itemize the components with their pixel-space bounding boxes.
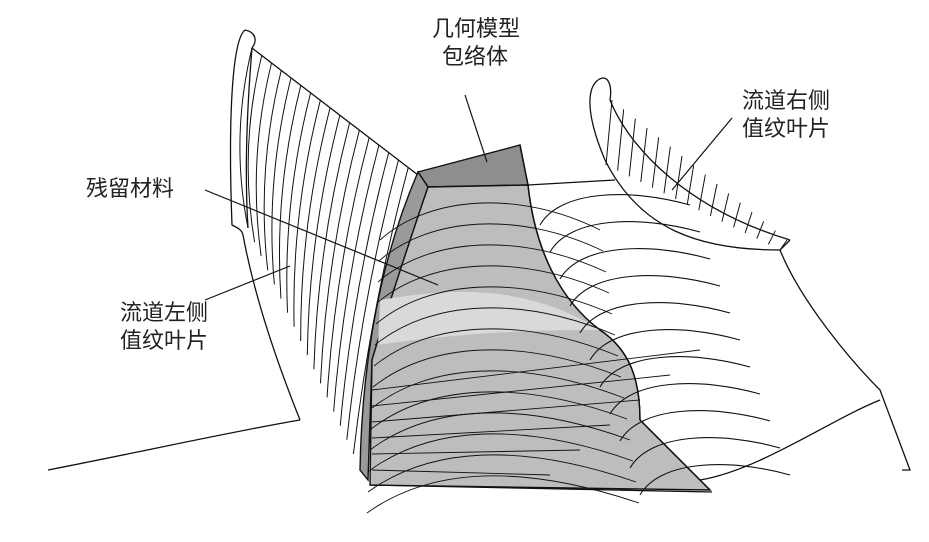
envelope-section-line [376, 265, 610, 304]
right-blade-line [709, 183, 718, 217]
left-blade-line [333, 144, 380, 412]
right-blade [527, 77, 911, 481]
right-channel-edge [527, 179, 616, 186]
right-blade-tip [597, 77, 791, 241]
right-blade-line [663, 146, 671, 194]
right-blade-outline [589, 79, 781, 251]
right-blade-line [721, 193, 730, 222]
right-blade-line [675, 155, 683, 200]
right-blade-lines [605, 99, 788, 251]
channel-arcs [539, 194, 791, 496]
channel-arc [589, 329, 741, 361]
label-left-blade-line1: 流道左侧 [120, 301, 209, 326]
right-blade-line [617, 109, 625, 171]
envelope-section-line [367, 454, 637, 493]
envelope-top-face [416, 144, 529, 188]
right-blade-line [698, 174, 706, 211]
left-blade-line [278, 85, 302, 299]
leader-lines [204, 94, 733, 301]
envelope-light-band [378, 291, 600, 345]
envelope-diagonal-line [371, 349, 701, 391]
left-blade-line [300, 107, 331, 341]
leader-envelope [464, 94, 488, 163]
label-envelope: 几何模型包络体 [432, 16, 520, 72]
channel-arc [539, 194, 691, 226]
right-blade-line [733, 202, 741, 228]
envelope-diagonal-line [371, 449, 581, 455]
channel-arc [559, 248, 711, 280]
left-blade-line [306, 115, 341, 356]
left-blade-line [326, 137, 370, 398]
label-right-blade-line2: 值纹叶片 [742, 117, 831, 142]
label-right-blade-line1: 流道右侧 [742, 89, 831, 114]
right-blade-line [767, 230, 776, 245]
leader-residual [204, 189, 439, 286]
envelope-section-line [366, 475, 640, 514]
envelope-section-line [374, 307, 616, 346]
envelope-diagonal-line [371, 424, 611, 439]
label-left-blade-line2: 值纹叶片 [120, 329, 209, 354]
envelope-section-line [377, 244, 607, 283]
envelope-diagonal-line [371, 374, 671, 407]
channel-arc [609, 383, 761, 415]
channel-arc [569, 275, 721, 307]
envelope-diagonal-line [371, 399, 641, 423]
label-left-blade: 流道左侧值纹叶片 [120, 300, 208, 356]
channel-arc [599, 356, 751, 388]
envelope-section-line [371, 370, 625, 409]
right-floor-edge [699, 399, 881, 481]
right-blade-line [628, 118, 636, 177]
envelope-section-line [373, 328, 619, 367]
envelope-section-line [375, 286, 613, 325]
envelope-section-line [368, 433, 634, 472]
label-envelope-line1: 几何模型 [432, 17, 521, 42]
left-blade-line [293, 100, 321, 327]
left-blade-line [346, 159, 399, 440]
left-blade-line [319, 130, 360, 384]
envelope-section-line [370, 391, 628, 430]
envelope-right-edge [519, 144, 711, 491]
right-blade-bottom [779, 249, 911, 471]
envelope-diagonal-line [371, 469, 551, 476]
left-blade-line [339, 152, 390, 426]
label-right-blade: 流道右侧值纹叶片 [742, 88, 830, 144]
channel-arc [549, 221, 701, 253]
label-residual-line1: 残留材料 [86, 177, 175, 202]
left-blade-line [263, 70, 282, 271]
channel-arc [629, 437, 781, 469]
envelope-section-line [378, 223, 604, 262]
envelope-section-lines [366, 202, 701, 514]
left-blade-edge [251, 47, 419, 176]
right-blade-line [756, 221, 765, 239]
left-blade-line [271, 77, 292, 285]
right-blade-line [686, 165, 695, 205]
leader-left-blade [204, 265, 291, 301]
channel-arc [619, 410, 771, 442]
floor-arc [47, 419, 301, 471]
left-blade-line [313, 122, 351, 370]
channel-arc [639, 464, 791, 496]
right-blade-line [651, 137, 660, 188]
right-blade-line [779, 239, 788, 251]
left-blade-tip [244, 29, 256, 229]
right-blade-line [744, 211, 753, 234]
label-envelope-line2: 包络体 [442, 45, 509, 70]
left-blade [229, 29, 419, 421]
left-blade-line [286, 92, 312, 313]
left-blade-outline [229, 29, 301, 421]
label-residual: 残留材料 [86, 176, 174, 204]
left-blade-line [255, 62, 273, 257]
channel-arc [579, 302, 731, 334]
envelope-section-line [379, 202, 601, 241]
right-blade-line [605, 99, 613, 166]
right-blade-line [640, 127, 648, 183]
leader-right-blade [671, 117, 733, 191]
geometric-envelope [359, 144, 712, 491]
left-blade-line [247, 55, 263, 243]
